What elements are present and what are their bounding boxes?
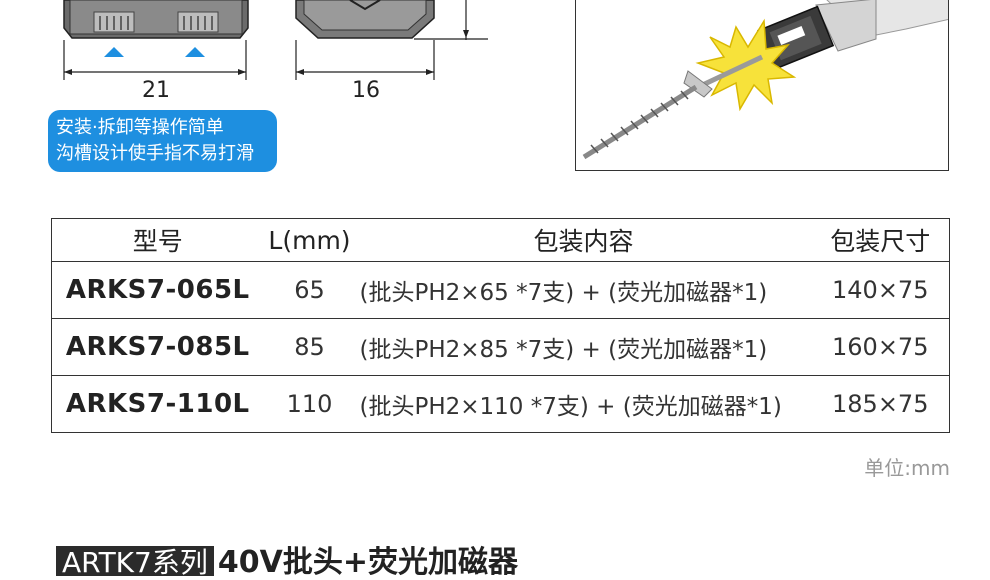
table-row: ARKS7-110L 110 (批头PH2×110 *7支) + (荧光加磁器*… bbox=[51, 375, 950, 433]
table-row: ARKS7-085L 85 (批头PH2×85 *7支) + (荧光加磁器*1)… bbox=[51, 318, 950, 376]
height-dimension-line bbox=[414, 0, 488, 40]
depth-dimension-line bbox=[295, 40, 435, 80]
table-header-row: 型号 L(mm) 包装内容 包装尺寸 bbox=[51, 218, 950, 262]
feature-badge: 安装·拆卸等操作简单 沟槽设计使手指不易打滑 bbox=[48, 110, 277, 172]
magnetizer-front-view bbox=[63, 0, 249, 39]
spec-table: 型号 L(mm) 包装内容 包装尺寸 ARKS7-065L 65 (批头PH2×… bbox=[51, 218, 950, 433]
header-model: 型号 bbox=[51, 218, 264, 262]
cell-length: 110 bbox=[263, 375, 356, 433]
cell-content: (批头PH2×110 *7支) + (荧光加磁器*1) bbox=[355, 375, 812, 433]
header-length: L(mm) bbox=[263, 218, 356, 262]
width-dimension-line bbox=[63, 40, 247, 80]
cell-length: 65 bbox=[263, 261, 356, 319]
cell-model: ARKS7-110L bbox=[51, 375, 264, 433]
cell-model: ARKS7-085L bbox=[51, 318, 264, 376]
table-row: ARKS7-065L 65 (批头PH2×65 *7支) + (荧光加磁器*1)… bbox=[51, 261, 950, 319]
section-title: 40V批头+荧光加磁器 bbox=[217, 545, 518, 580]
header-content: 包装内容 bbox=[355, 218, 812, 262]
usage-illustration-panel bbox=[575, 0, 949, 171]
unit-note: 单位:mm bbox=[864, 456, 950, 480]
cell-content: (批头PH2×85 *7支) + (荧光加磁器*1) bbox=[355, 318, 812, 376]
header-package-size: 包装尺寸 bbox=[811, 218, 950, 262]
screw-bit-illustration bbox=[582, 0, 948, 160]
cell-package-size: 160×75 bbox=[811, 318, 950, 376]
product-dimension-drawing bbox=[63, 0, 488, 80]
width-dimension-label: 21 bbox=[142, 78, 170, 103]
magnetizer-side-view bbox=[295, 0, 435, 39]
cell-content: (批头PH2×65 *7支) + (荧光加磁器*1) bbox=[355, 261, 812, 319]
badge-line-2: 沟槽设计使手指不易打滑 bbox=[56, 143, 254, 164]
cell-model: ARKS7-065L bbox=[51, 261, 264, 319]
depth-dimension-label: 16 bbox=[352, 78, 380, 103]
badge-line-1: 安装·拆卸等操作简单 bbox=[56, 117, 224, 138]
arrow-up-icon bbox=[185, 47, 205, 57]
arrow-up-icon bbox=[104, 47, 124, 57]
cell-length: 85 bbox=[263, 318, 356, 376]
cell-package-size: 140×75 bbox=[811, 261, 950, 319]
cell-package-size: 185×75 bbox=[811, 375, 950, 433]
series-tag: ARTK7系列 bbox=[56, 546, 214, 579]
